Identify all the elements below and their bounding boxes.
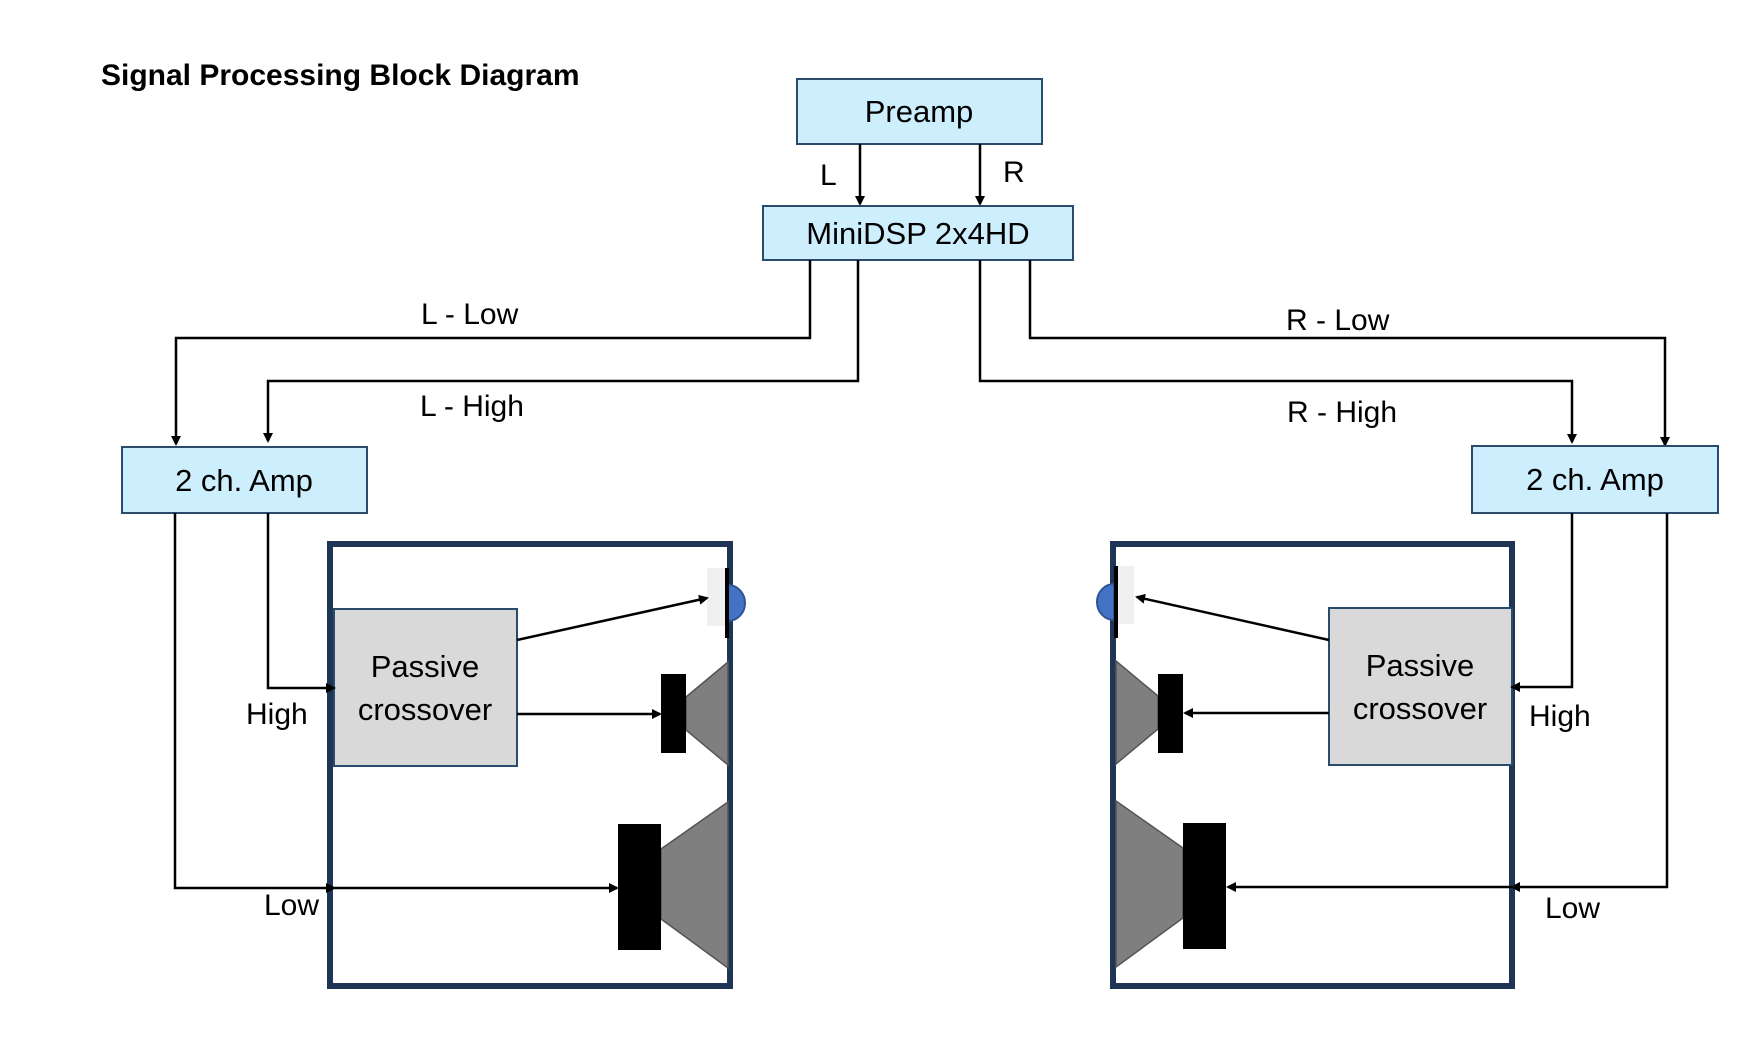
right-tweeter-feed [1135, 593, 1330, 642]
left-channel-label: L [820, 159, 837, 192]
left-crossover-label-line2: crossover [358, 692, 492, 727]
l-high-label: L - High [420, 390, 524, 423]
left-tweeter [707, 568, 746, 638]
left-woofer-driver [618, 800, 729, 970]
right-low-output-wire-a [1510, 513, 1669, 892]
l-low-wire [171, 260, 812, 446]
left-amp-label: 2 ch. Amp [175, 463, 313, 498]
preamp-label: Preamp [865, 94, 974, 129]
right-high-label: High [1529, 700, 1591, 733]
left-crossover-label-line1: Passive [371, 649, 480, 684]
minidsp-block: MiniDSP 2x4HD [762, 205, 1074, 261]
left-midrange-driver [661, 660, 729, 767]
r-high-label: R - High [1287, 396, 1397, 429]
left-high-output-wire [266, 513, 336, 693]
l-low-label: L - Low [421, 298, 519, 331]
preamp-block: Preamp [796, 78, 1043, 145]
right-low-label: Low [1545, 892, 1600, 925]
right-amp-block: 2 ch. Amp [1471, 445, 1719, 514]
r-low-wire [1028, 260, 1670, 447]
left-passive-crossover: Passive crossover [333, 608, 518, 767]
right-passive-crossover: Passive crossover [1328, 607, 1513, 766]
left-amp-block: 2 ch. Amp [121, 446, 368, 514]
left-speaker-cabinet: Passive crossover [327, 541, 746, 989]
minidsp-label: MiniDSP 2x4HD [806, 216, 1029, 251]
right-speaker-cabinet: Passive crossover [1096, 541, 1515, 989]
diagram-title: Signal Processing Block Diagram [101, 59, 580, 92]
right-crossover-label-line1: Passive [1366, 648, 1475, 683]
right-channel-label: R [1003, 156, 1025, 189]
right-high-output-wire [1510, 513, 1574, 692]
r-high-wire [978, 260, 1577, 444]
right-woofer-driver [1115, 799, 1226, 969]
right-midrange-driver [1115, 659, 1183, 766]
l-high-wire [263, 260, 860, 443]
right-crossover-label-line2: crossover [1353, 691, 1487, 726]
left-high-label: High [246, 698, 308, 731]
right-tweeter [1096, 566, 1134, 638]
left-low-output-wire-a [173, 513, 336, 893]
left-tweeter-feed [516, 594, 709, 642]
r-low-label: R - Low [1286, 304, 1390, 337]
left-low-label: Low [264, 889, 319, 922]
right-amp-label: 2 ch. Amp [1526, 462, 1664, 497]
